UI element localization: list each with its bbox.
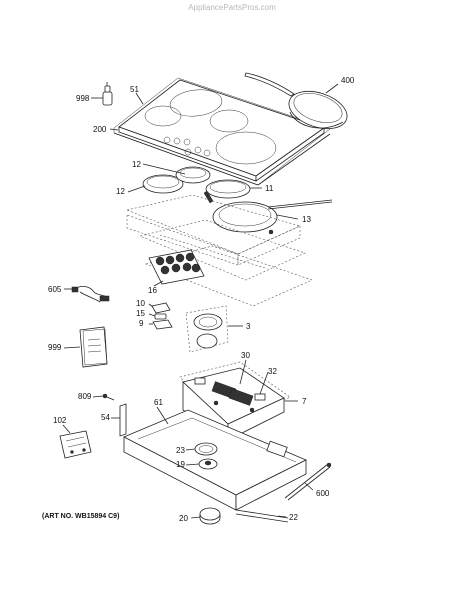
- part-809-screw[interactable]: [102, 393, 115, 401]
- callout-998: 998: [76, 94, 90, 103]
- part-54-bracket[interactable]: [119, 403, 127, 437]
- callout-809: 809: [78, 392, 92, 401]
- watermark: AppliancePartsPros.com: [188, 3, 276, 12]
- part-19-foot[interactable]: [198, 458, 218, 470]
- callout-102: 102: [53, 416, 67, 425]
- part-15-clip[interactable]: [154, 313, 167, 320]
- callout-16: 16: [148, 286, 157, 295]
- callout-200: 200: [93, 125, 107, 134]
- part-23-gasket[interactable]: [194, 442, 218, 456]
- callout-600: 600: [316, 489, 330, 498]
- callout-10: 10: [136, 299, 145, 308]
- part-3-fan-assembly[interactable]: [185, 305, 229, 353]
- part-10-bracket[interactable]: [151, 302, 171, 314]
- part-13-large-element[interactable]: [212, 199, 333, 235]
- callout-13: 13: [302, 215, 311, 224]
- callout-11: 11: [265, 184, 274, 193]
- part-9-clip[interactable]: [152, 319, 173, 330]
- part-12-heating-element-a[interactable]: [142, 174, 184, 194]
- callout-23: 23: [176, 446, 185, 455]
- callout-54: 54: [101, 413, 110, 422]
- part-600-cord[interactable]: [284, 462, 332, 501]
- part-200-trim-frame[interactable]: [113, 77, 331, 186]
- art-number: (ART NO. WB15894 C9): [42, 513, 120, 520]
- part-102-terminal-block[interactable]: [59, 430, 92, 459]
- part-400-frying-pan[interactable]: [244, 72, 352, 135]
- callout-30: 30: [241, 351, 250, 360]
- part-20-leveling-leg[interactable]: [199, 507, 221, 525]
- callout-3: 3: [246, 322, 251, 331]
- part-51-glass-cooktop[interactable]: [118, 79, 325, 182]
- callout-labels: 998 51 400 200 12 12 11 13 16 605 10 15 …: [48, 76, 355, 523]
- callout-20: 20: [179, 514, 188, 523]
- part-61-burner-box[interactable]: [123, 409, 307, 511]
- callout-22: 22: [289, 513, 298, 522]
- part-16-switch-assembly[interactable]: [148, 249, 205, 285]
- callout-15: 15: [136, 309, 145, 318]
- leader-lines: [62, 83, 339, 519]
- part-12-heating-element-b[interactable]: [175, 166, 211, 184]
- callout-999: 999: [48, 343, 62, 352]
- part-11-heating-element[interactable]: [203, 179, 251, 204]
- callout-19: 19: [176, 460, 185, 469]
- part-605-wire-harness[interactable]: [71, 286, 110, 303]
- callout-605: 605: [48, 285, 62, 294]
- callout-12-left: 12: [116, 187, 125, 196]
- part-998-cleaner-bottle[interactable]: [102, 82, 113, 106]
- callout-9: 9: [139, 319, 144, 328]
- callout-7: 7: [302, 397, 307, 406]
- part-22-panel[interactable]: [235, 509, 289, 523]
- part-999-owners-manual[interactable]: [79, 326, 108, 368]
- callout-32: 32: [268, 367, 277, 376]
- callout-12-top: 12: [132, 160, 141, 169]
- callout-61: 61: [154, 398, 163, 407]
- callout-400: 400: [341, 76, 355, 85]
- callout-51: 51: [130, 85, 139, 94]
